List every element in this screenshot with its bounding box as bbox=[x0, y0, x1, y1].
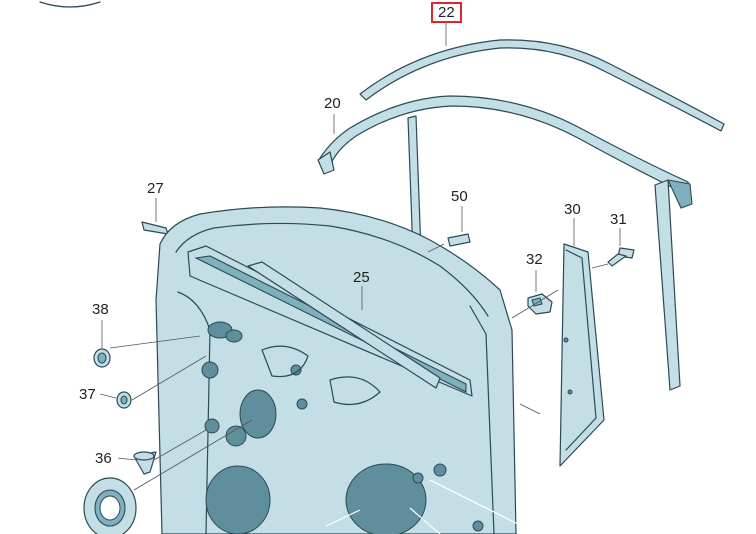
callout-37[interactable]: 37 bbox=[79, 386, 96, 403]
leader-lines bbox=[99, 22, 621, 534]
callout-50[interactable]: 50 bbox=[451, 188, 468, 205]
part-31-screw bbox=[607, 247, 635, 267]
partial-part-arc bbox=[39, 1, 101, 8]
part-38-plug bbox=[93, 348, 111, 368]
callout-22[interactable]: 22 bbox=[431, 2, 462, 23]
callout-27[interactable]: 27 bbox=[147, 180, 164, 197]
part-30-pillar-trim bbox=[559, 243, 605, 467]
large-grommet bbox=[83, 477, 137, 534]
part-22-seal-strip bbox=[359, 39, 725, 132]
part-50-pad bbox=[447, 233, 471, 247]
callout-36[interactable]: 36 bbox=[95, 450, 112, 467]
part-36-plug bbox=[133, 451, 157, 475]
callout-25[interactable]: 25 bbox=[353, 269, 370, 286]
callout-38[interactable]: 38 bbox=[92, 301, 109, 318]
part-32-clip bbox=[527, 293, 553, 315]
callout-32[interactable]: 32 bbox=[526, 251, 543, 268]
callout-30[interactable]: 30 bbox=[564, 201, 581, 218]
part-25-window-strip bbox=[247, 261, 441, 389]
callout-31[interactable]: 31 bbox=[610, 211, 627, 228]
part-37-plug bbox=[116, 391, 132, 409]
callout-20[interactable]: 20 bbox=[324, 95, 341, 112]
door-shell bbox=[155, 206, 517, 534]
part-27-strip bbox=[141, 221, 169, 235]
